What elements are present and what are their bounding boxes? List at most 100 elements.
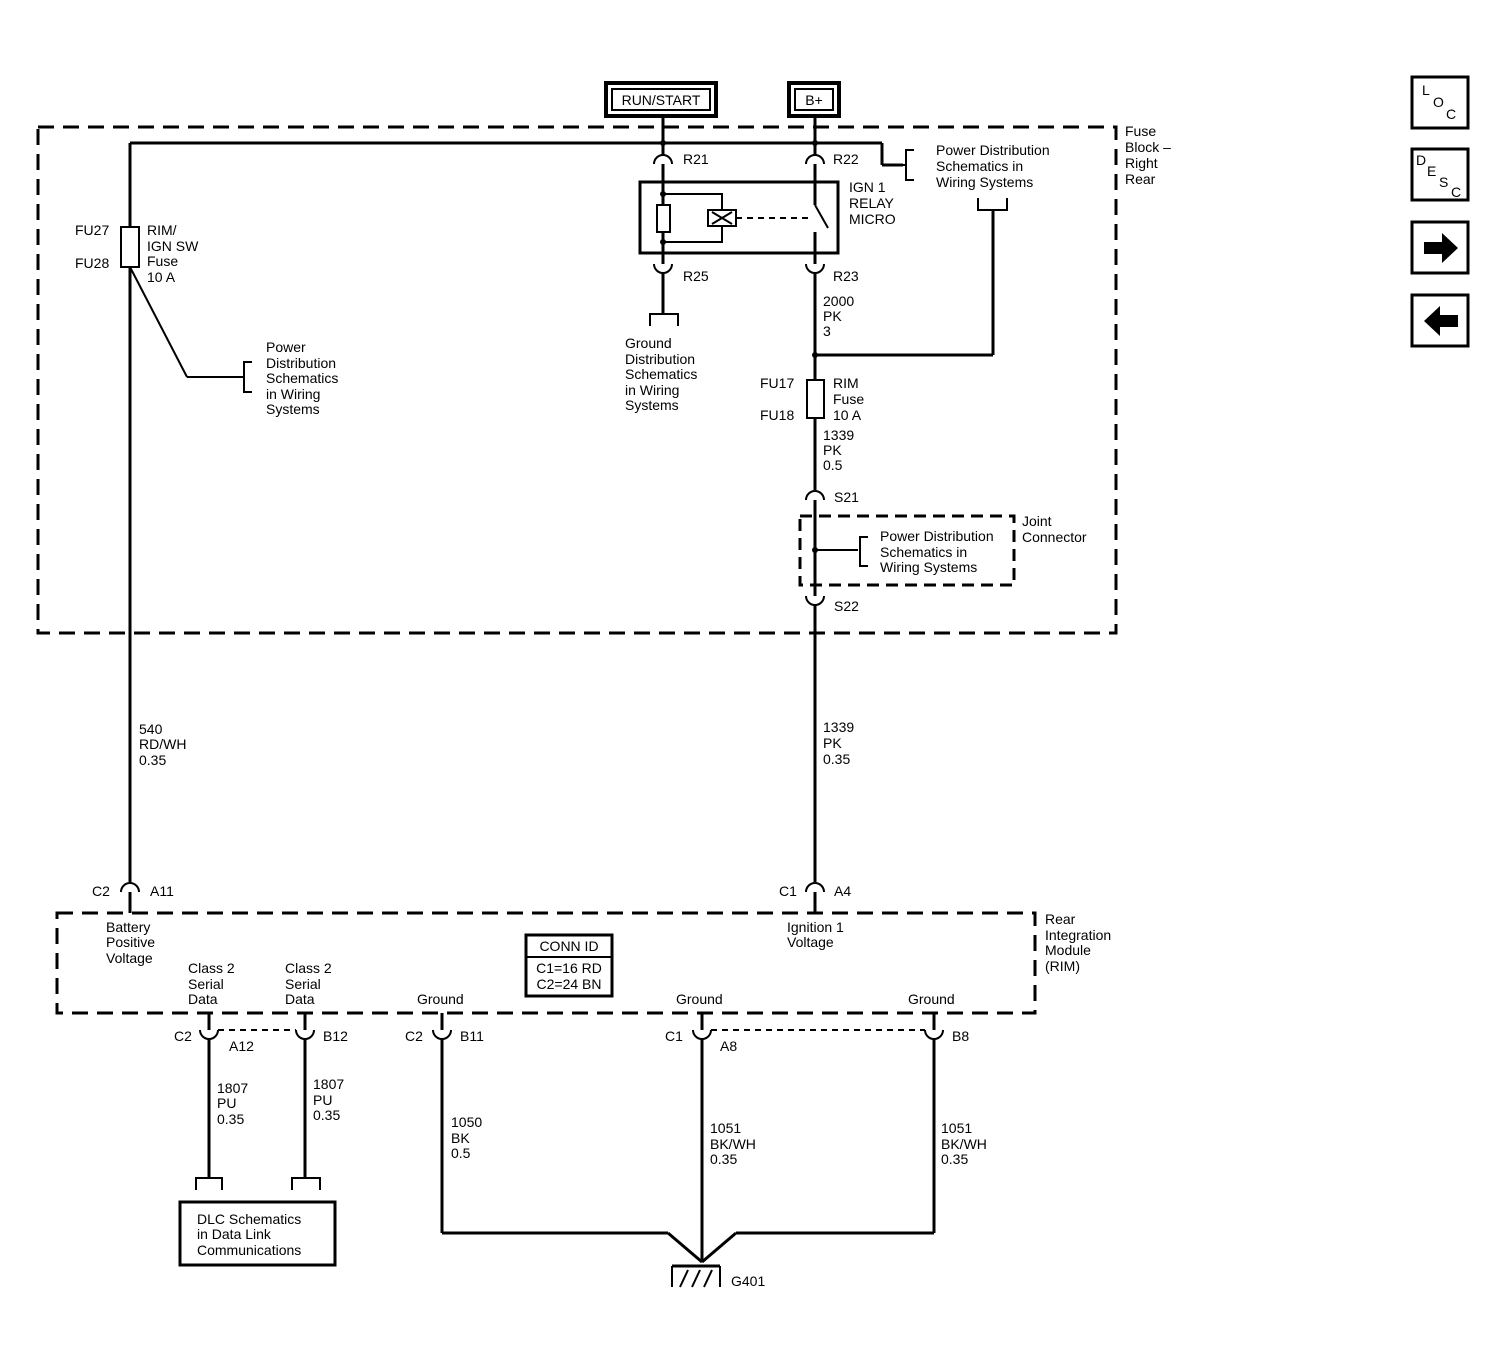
run-start-source: RUN/START <box>604 81 718 118</box>
rim-battery-line2-text: Positive <box>106 934 155 950</box>
fuse-rim-ign-line1-text: RIM/ <box>147 222 177 238</box>
fuse-rim-ign-line3-text: Fuse <box>147 253 178 269</box>
wires-w1339-top-color-text: PK <box>823 442 842 458</box>
ground-g401: G401 <box>442 1231 934 1289</box>
power-dist-joint-line3-text: Wiring Systems <box>880 559 977 575</box>
wires-w1050-circuit-text: 1050 <box>451 1114 482 1130</box>
ground-dist-line2-text: Distribution <box>625 351 695 367</box>
ground-dist-line3-text: Schematics <box>625 366 697 382</box>
power-dist-top-line2-text: Schematics in <box>936 158 1023 174</box>
fuse-block-label: Fuse Block – Right Rear <box>1125 123 1171 187</box>
connector-b8: B8 <box>924 1013 969 1233</box>
wires-w2000-size-text: 3 <box>823 323 831 339</box>
fuse-rim-ign-line4-text: 10 A <box>147 269 176 285</box>
nav-desc-s-text: S <box>1439 174 1448 190</box>
rim-conn-id-title-text: CONN ID <box>539 938 598 954</box>
class2-serial-data-a-label: Class 2 Serial Data <box>188 960 235 1007</box>
connector-b12: B12 <box>295 1013 348 1178</box>
wires-w2000-circuit-text: 2000 <box>823 293 854 309</box>
ground-label-a8: Ground <box>676 991 723 1007</box>
wires-w540-circuit-text: 540 <box>139 721 163 737</box>
power-distribution-ref-left: Power Distribution Schematics in Wiring … <box>129 266 338 417</box>
top-bus-wire <box>130 141 903 167</box>
wires-w1051a-circuit-text: 1051 <box>710 1120 741 1136</box>
location-button[interactable]: L O C <box>1410 75 1470 130</box>
wire-1051a-label: 1051 BK/WH 0.35 <box>710 1120 756 1167</box>
pin-r25: R25 <box>683 268 709 284</box>
fuse-block-line1-text: Fuse <box>1125 123 1156 139</box>
ground-distribution-ref: Ground Distribution Schematics in Wiring… <box>625 313 697 413</box>
wires-w1807b-size-text: 0.35 <box>313 1107 340 1123</box>
rim-conn-id-c1-text: C1=16 RD <box>536 960 602 976</box>
wire-1051b-label: 1051 BK/WH 0.35 <box>941 1120 987 1167</box>
wire-540-label: 540 RD/WH 0.35 <box>139 721 186 768</box>
wires-w1807a-color-text: PU <box>217 1095 236 1111</box>
connectors-c1-a8-pin-text: A8 <box>720 1038 737 1054</box>
power-dist-joint-line1-text: Power Distribution <box>880 528 994 544</box>
connectors-b8-pin-text: B8 <box>952 1028 969 1044</box>
ground-g401-label: G401 <box>731 1273 765 1289</box>
rim-line3-text: Module <box>1045 942 1091 958</box>
description-button[interactable]: D E S C <box>1410 147 1470 202</box>
power-dist-left-line1-text: Power <box>266 339 306 355</box>
rim-line1-text: Rear <box>1045 911 1076 927</box>
rim-class2a-line3-text: Data <box>188 991 218 1007</box>
b-plus-source: B+ <box>787 81 841 118</box>
rim-fuse: FU17 FU18 RIM Fuse 10 A <box>760 375 864 423</box>
pin-fu18: FU18 <box>760 407 794 423</box>
fuse-block-boundary <box>36 125 1118 635</box>
wires-w2000-color-text: PK <box>823 308 842 324</box>
connectors-c2-a11-pin-text: A11 <box>150 883 174 899</box>
rim-line4-text: (RIM) <box>1045 958 1080 974</box>
connectors-c2-b11-pin-text: B11 <box>460 1028 484 1044</box>
nav-loc-l-text: L <box>1422 82 1430 98</box>
wire-2000-label: 2000 PK 3 <box>823 293 854 339</box>
connectors-c1-a8-conn-text: C1 <box>665 1028 683 1044</box>
fuse-rim-line1-text: RIM <box>833 375 859 391</box>
rim-module-label: Rear Integration Module (RIM) <box>1045 911 1111 974</box>
connectors-c1-a4-pin-text: A4 <box>834 883 851 899</box>
connector-c2-b11: C2 B11 <box>405 1013 484 1233</box>
pin-r22: R22 <box>833 151 859 167</box>
connectors-c2-a12-pin-text: A12 <box>229 1038 254 1054</box>
ground-dist-line1-text: Ground <box>625 335 672 351</box>
wires-w1050-color-text: BK <box>451 1130 470 1146</box>
pin-fu27: FU27 <box>75 222 109 238</box>
ignition-1-voltage-label: Ignition 1 Voltage <box>787 919 844 950</box>
wires-w1051a-color-text: BK/WH <box>710 1136 756 1152</box>
rim-ignition-line1-text: Ignition 1 <box>787 919 844 935</box>
ground-dist-line4-text: in Wiring <box>625 382 679 398</box>
rim-line2-text: Integration <box>1045 927 1111 943</box>
right-arrow-icon <box>1424 233 1458 263</box>
rim-battery-line3-text: Voltage <box>106 950 153 966</box>
relay-label-2: RELAY <box>849 195 895 211</box>
dlc-line2-text: in Data Link <box>197 1226 272 1242</box>
dlc-line1-text: DLC Schematics <box>197 1211 301 1227</box>
power-dist-left-line2-text: Distribution <box>266 355 336 371</box>
wires-w1051b-color-text: BK/WH <box>941 1136 987 1152</box>
power-dist-left-line3-text: Schematics <box>266 370 338 386</box>
forward-button[interactable] <box>1410 220 1470 275</box>
wire-1807a-label: 1807 PU 0.35 <box>217 1080 248 1127</box>
class2-serial-data-b-label: Class 2 Serial Data <box>285 960 332 1007</box>
run-start-label: RUN/START <box>622 92 701 108</box>
wires-w1339-mid-size-text: 0.35 <box>823 751 850 767</box>
connectors-c2-a12-conn-text: C2 <box>174 1028 192 1044</box>
pin-fu17: FU17 <box>760 375 794 391</box>
pin-r23: R23 <box>833 268 859 284</box>
ground-label-b11: Ground <box>417 991 464 1007</box>
ground-label-b8: Ground <box>908 991 955 1007</box>
wire-1339-mid-label: 1339 PK 0.35 <box>823 719 854 767</box>
power-dist-left-line4-text: in Wiring <box>266 386 320 402</box>
wires-w1339-mid-circuit-text: 1339 <box>823 719 854 735</box>
wires-w1050-size-text: 0.5 <box>451 1145 471 1161</box>
wire-1807b-label: 1807 PU 0.35 <box>313 1076 344 1123</box>
fuse-rim-ign-line2-text: IGN SW <box>147 238 199 254</box>
rim-battery-line1-text: Battery <box>106 919 150 935</box>
connector-c1-a4: C1 A4 <box>779 882 851 913</box>
rim-ignition-line2-text: Voltage <box>787 934 834 950</box>
wires-w540-color-text: RD/WH <box>139 736 186 752</box>
connector-c2-a12: C2 A12 <box>174 1013 254 1178</box>
back-button[interactable] <box>1410 293 1470 348</box>
wires-w1339-top-circuit-text: 1339 <box>823 427 854 443</box>
